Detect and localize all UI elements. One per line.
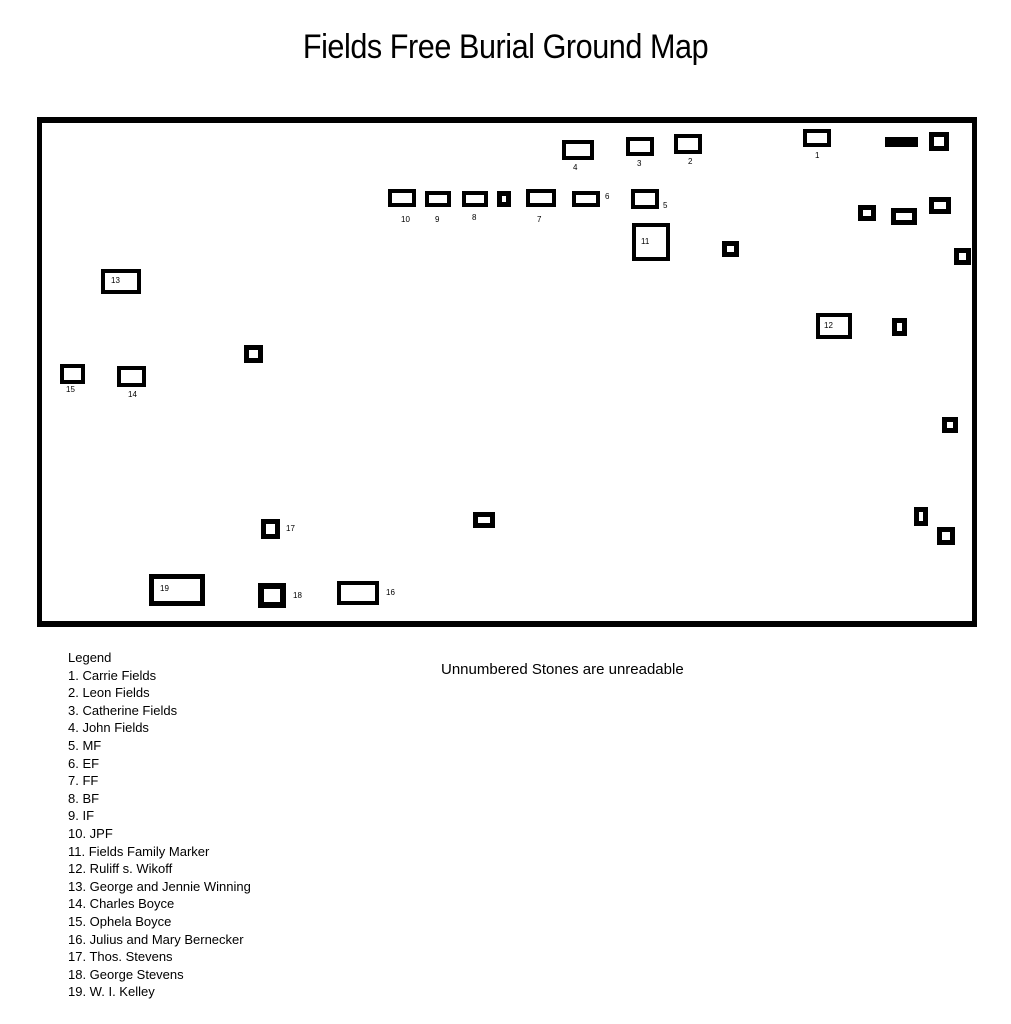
legend-entry: 13. George and Jennie Winning — [68, 878, 251, 894]
stone-label-7: 7 — [537, 215, 542, 224]
legend-entry: 5. MF — [68, 737, 102, 753]
stone-label-10: 10 — [401, 215, 410, 224]
stone-label-15: 15 — [66, 385, 75, 394]
stone-label-5: 5 — [663, 201, 668, 210]
legend-entry: 1. Carrie Fields — [68, 667, 157, 683]
stone-label-12: 12 — [824, 321, 833, 330]
stone-8 — [462, 191, 488, 207]
stone-7 — [526, 189, 556, 207]
unnumbered-stone — [892, 318, 907, 336]
legend-entry: 2. Leon Fields — [68, 685, 150, 701]
unnumbered-stone — [885, 137, 918, 147]
stone-label-9: 9 — [435, 215, 440, 224]
unreadable-note: Unnumbered Stones are unreadable — [441, 661, 684, 678]
stone-label-11: 11 — [641, 237, 650, 246]
stone-12 — [816, 313, 852, 339]
stone-label-19: 19 — [160, 584, 169, 593]
legend-entry: 18. George Stevens — [68, 966, 184, 982]
stone-label-3: 3 — [637, 159, 642, 168]
stone-16 — [337, 581, 379, 605]
stone-13 — [101, 269, 141, 294]
map-title: Fields Free Burial Ground Map — [302, 28, 709, 66]
stone-label-2: 2 — [688, 157, 693, 166]
legend-entry: 11. Fields Family Marker — [68, 843, 210, 859]
stone-label-4: 4 — [573, 163, 578, 172]
legend-heading: Legend — [68, 650, 112, 665]
legend-entry: 6. EF — [68, 755, 100, 771]
stone-6 — [572, 191, 600, 207]
legend-entry: 15. Ophela Boyce — [68, 913, 172, 929]
stone-label-16: 16 — [386, 588, 395, 597]
unnumbered-stone — [497, 191, 511, 207]
legend-entry: 3. Catherine Fields — [68, 702, 178, 718]
unnumbered-stone — [954, 248, 971, 265]
legend-entry: 9. IF — [68, 808, 95, 824]
stone-9 — [425, 191, 451, 207]
stone-4 — [562, 140, 594, 160]
stone-10 — [388, 189, 416, 207]
legend-entry: 14. Charles Boyce — [68, 896, 175, 912]
unnumbered-stone — [929, 197, 951, 214]
legend-entry: 7. FF — [68, 773, 99, 789]
stone-label-1: 1 — [815, 151, 820, 160]
unnumbered-stone — [891, 208, 917, 225]
stone-label-14: 14 — [128, 390, 137, 399]
stone-2 — [674, 134, 702, 154]
unnumbered-stone — [929, 132, 949, 151]
legend-entry: 16. Julius and Mary Bernecker — [68, 931, 244, 947]
unnumbered-stone — [937, 527, 955, 545]
unnumbered-stone — [722, 241, 739, 257]
legend-entry: 17. Thos. Stevens — [68, 949, 173, 965]
unnumbered-stone — [858, 205, 876, 221]
legend-entry: 8. BF — [68, 790, 100, 806]
stone-label-18: 18 — [293, 591, 302, 600]
stone-3 — [626, 137, 654, 156]
burial-ground-map: 1 2 3 4 5 6 7 8 9 10 11 12 13 14 15 16 1… — [37, 117, 977, 627]
stone-19 — [149, 574, 205, 606]
legend-entry: 12. Ruliff s. Wikoff — [68, 861, 173, 877]
stone-5 — [631, 189, 659, 209]
unnumbered-stone — [473, 512, 495, 528]
stone-11 — [632, 223, 670, 261]
stone-1 — [803, 129, 831, 147]
legend-entry: 4. John Fields — [68, 720, 149, 736]
unnumbered-stone — [244, 345, 263, 363]
stone-label-6: 6 — [605, 192, 610, 201]
stone-label-17: 17 — [286, 524, 295, 533]
legend-entry: 19. W. I. Kelley — [68, 984, 155, 1000]
stone-17 — [261, 519, 280, 539]
unnumbered-stone — [914, 507, 928, 526]
stone-18 — [258, 583, 286, 608]
legend: Legend 1. Carrie Fields 2. Leon Fields 3… — [68, 649, 251, 1001]
stone-label-8: 8 — [472, 213, 477, 222]
stone-label-13: 13 — [111, 276, 120, 285]
legend-entry: 10. JPF — [68, 825, 113, 841]
stone-14 — [117, 366, 146, 387]
stone-15 — [60, 364, 85, 384]
unnumbered-stone — [942, 417, 958, 433]
